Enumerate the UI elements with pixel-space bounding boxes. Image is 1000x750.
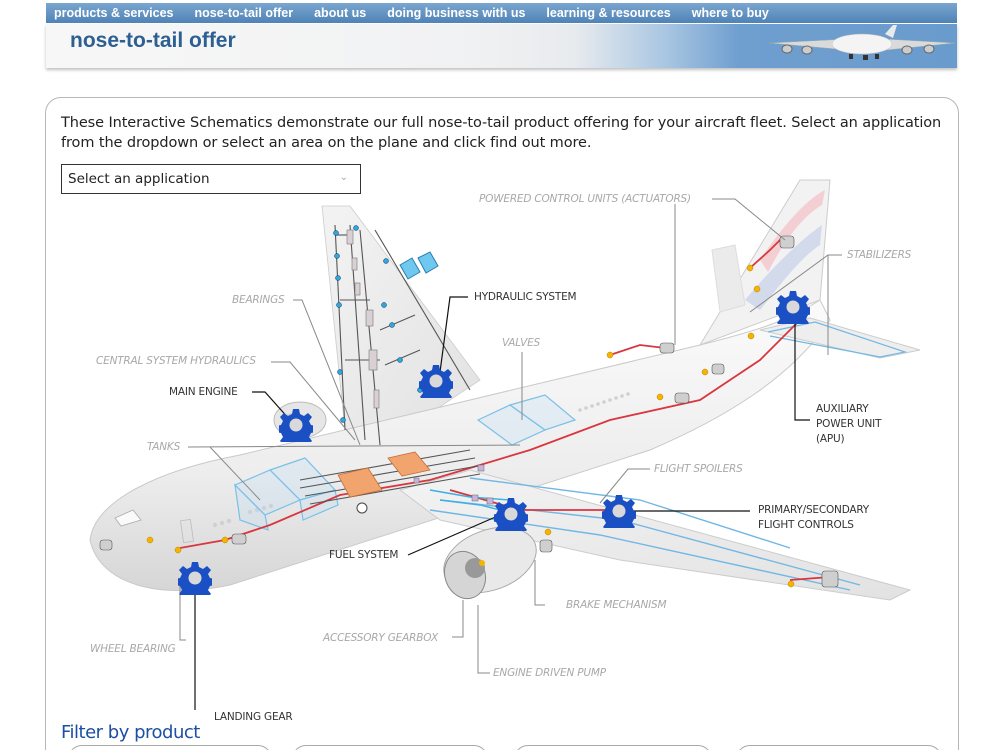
- label-engine-driven-pump: ENGINE DRIVEN PUMP: [493, 667, 606, 679]
- fuel-valve: [356, 502, 368, 514]
- label-flight-spoilers: FLIGHT SPOILERS: [654, 463, 743, 475]
- label-flight-controls-line2[interactable]: FLIGHT CONTROLS: [758, 519, 854, 531]
- top-navigation: products & services nose-to-tail offer a…: [46, 3, 957, 23]
- center-tanks: [337, 451, 431, 498]
- wing-system-lines: [299, 224, 481, 505]
- wing-actuators: [346, 229, 380, 409]
- label-hydraulic-system[interactable]: HYDRAULIC SYSTEM: [474, 291, 577, 303]
- label-wheel-bearing: WHEEL BEARING: [90, 643, 176, 655]
- filter-product-card[interactable]: [514, 745, 712, 750]
- fuel-lines: [429, 489, 511, 511]
- label-stabilizers: STABILIZERS: [847, 249, 912, 261]
- page-title: nose-to-tail offer: [70, 29, 236, 52]
- label-apu-line2[interactable]: POWER UNIT: [816, 418, 882, 430]
- actuator-points: [146, 264, 795, 588]
- nav-where-to-buy[interactable]: where to buy: [691, 6, 769, 20]
- hotspot-hydraulic-system[interactable]: [419, 364, 453, 398]
- label-brake-mechanism: BRAKE MECHANISM: [566, 599, 667, 611]
- hotspot-flight-controls[interactable]: [602, 494, 636, 528]
- label-bearings: BEARINGS: [232, 294, 285, 306]
- label-valves: VALVES: [502, 337, 541, 349]
- intro-text: These Interactive Schematics demonstrate…: [61, 115, 942, 151]
- vertical-tail: [698, 179, 921, 359]
- filter-product-card[interactable]: [292, 745, 488, 750]
- chevron-down-icon: ⌄: [339, 172, 348, 183]
- label-apu-line3[interactable]: (APU): [816, 433, 845, 445]
- hotspot-main-engine[interactable]: [279, 408, 313, 442]
- nav-about-us[interactable]: about us: [314, 6, 367, 20]
- application-select-value: Select an application: [68, 171, 210, 187]
- hotspot-fuel-system[interactable]: [494, 497, 528, 531]
- application-select[interactable]: Select an application ⌄: [61, 164, 361, 194]
- leader-lines-dark: [194, 296, 810, 710]
- label-actuators: POWERED CONTROL UNITS (ACTUATORS): [479, 193, 691, 205]
- label-flight-controls-line1[interactable]: PRIMARY/SECONDARY: [758, 504, 870, 516]
- spoiler-panel: [417, 251, 439, 274]
- leader-lines-grey: [179, 198, 842, 674]
- label-tanks: TANKS: [147, 441, 181, 453]
- actuator-units: [99, 235, 839, 588]
- filter-product-card[interactable]: [736, 745, 942, 750]
- fuel-tanks: [233, 394, 577, 531]
- label-accessory-gearbox: ACCESSORY GEARBOX: [323, 632, 438, 644]
- nav-nose-to-tail-offer[interactable]: nose-to-tail offer: [194, 6, 294, 20]
- hotspot-apu[interactable]: [776, 290, 810, 324]
- filter-by-product-heading: Filter by product: [61, 722, 200, 743]
- label-apu-line1[interactable]: AUXILIARY: [816, 403, 869, 415]
- nav-learning-resources[interactable]: learning & resources: [546, 6, 671, 20]
- label-main-engine[interactable]: MAIN ENGINE: [169, 386, 238, 398]
- label-central-hydraulics: CENTRAL SYSTEM HYDRAULICS: [96, 355, 256, 367]
- hotspot-landing-gear[interactable]: [178, 561, 212, 595]
- label-landing-gear[interactable]: LANDING GEAR: [214, 711, 293, 723]
- airliner-photo: [768, 25, 956, 60]
- filter-product-card[interactable]: [68, 745, 272, 750]
- page-banner: nose-to-tail offer: [46, 24, 957, 68]
- fuel-components: [413, 464, 494, 505]
- nav-products-services[interactable]: products & services: [54, 6, 174, 20]
- spoiler-panel: [399, 257, 421, 280]
- nav-doing-business[interactable]: doing business with us: [387, 6, 526, 20]
- label-fuel-system[interactable]: FUEL SYSTEM: [329, 549, 399, 561]
